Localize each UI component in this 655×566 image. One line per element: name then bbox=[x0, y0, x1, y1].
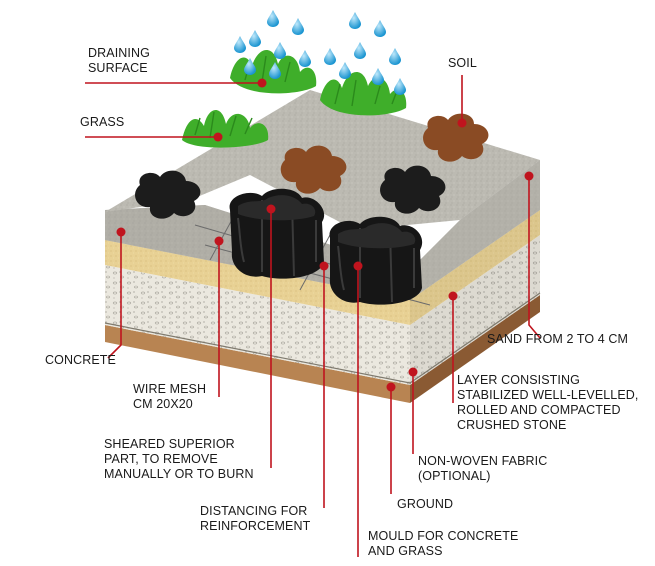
leader-lines bbox=[85, 75, 541, 557]
soil-patches bbox=[280, 113, 489, 194]
crushed-stone-layer bbox=[105, 235, 540, 385]
label-draining-surface: DRAINING SURFACE bbox=[88, 46, 150, 75]
label-wire-mesh: WIRE MESH CM 20X20 bbox=[133, 382, 207, 411]
label-sheared-part: SHEARED SUPERIOR PART, TO REMOVE MANUALL… bbox=[104, 437, 254, 481]
label-crushed-stone: LAYER CONSISTING STABILIZED WELL-LEVELLE… bbox=[457, 373, 639, 432]
label-fabric: NON-WOVEN FABRIC (OPTIONAL) bbox=[418, 454, 548, 483]
label-concrete: CONCRETE bbox=[45, 353, 116, 367]
mould-openings bbox=[135, 165, 446, 219]
leader-concrete bbox=[107, 232, 122, 359]
leader-sand bbox=[528, 176, 541, 339]
leader-dots bbox=[116, 78, 534, 392]
label-grass: GRASS bbox=[80, 115, 125, 129]
label-ground: GROUND bbox=[397, 497, 454, 511]
mould-block-right bbox=[329, 216, 423, 305]
label-soil: SOIL bbox=[448, 56, 477, 70]
label-mould: MOULD FOR CONCRETE AND GRASS bbox=[368, 529, 519, 558]
sand-layer bbox=[105, 210, 540, 325]
ground-layer bbox=[105, 295, 540, 403]
water-drops bbox=[234, 10, 406, 95]
label-distancing: DISTANCING FOR REINFORCEMENT bbox=[200, 504, 311, 533]
grass-patches bbox=[182, 49, 407, 148]
mould-block-left bbox=[229, 188, 325, 279]
label-sand: SAND FROM 2 TO 4 CM bbox=[487, 332, 629, 346]
mould-blocks bbox=[229, 188, 423, 305]
fabric-line bbox=[104, 292, 541, 384]
